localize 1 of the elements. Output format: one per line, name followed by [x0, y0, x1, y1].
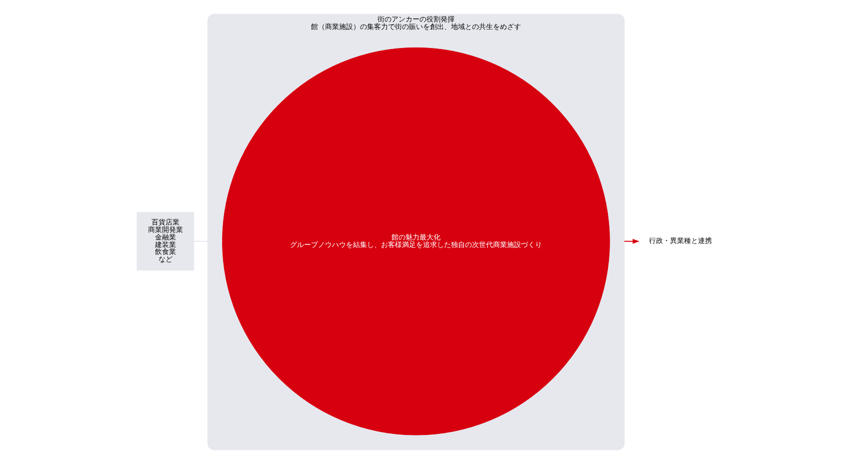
- arrow: [624, 238, 640, 244]
